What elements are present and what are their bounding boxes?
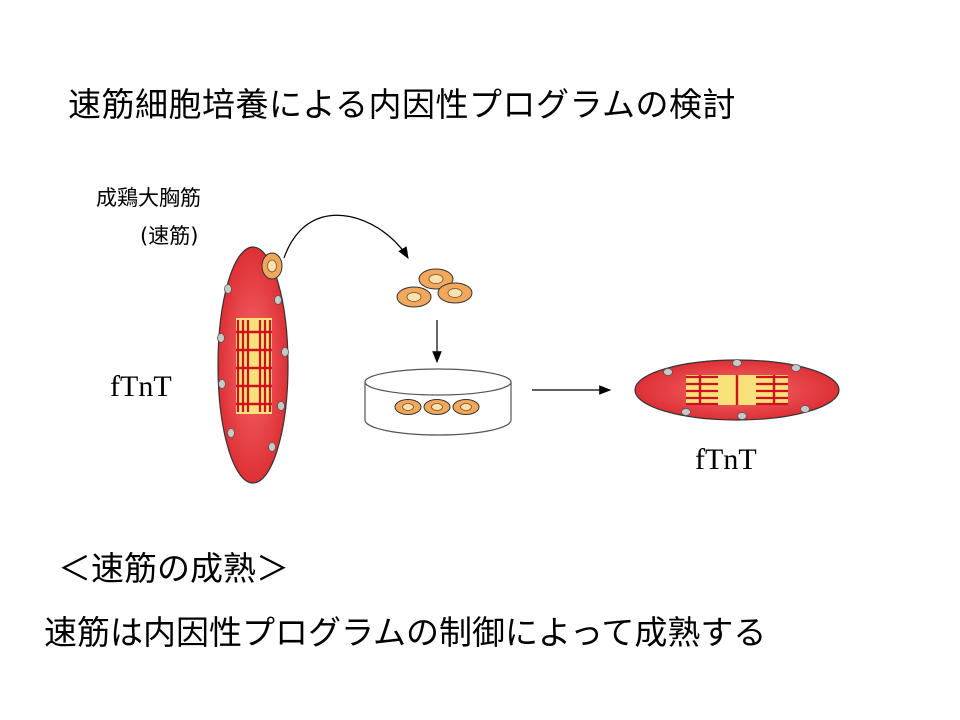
isolated-cell — [396, 286, 432, 308]
ftnt-label-left: fTnT — [110, 370, 172, 403]
striation-block-left — [236, 318, 272, 414]
myonuclei-left — [217, 284, 289, 452]
isolation-arrow — [283, 214, 409, 260]
source-muscle-type-label: (速筋) — [140, 224, 199, 248]
source-muscle-label: 成鶏大胸筋 — [96, 186, 201, 210]
cultured-cell — [452, 399, 480, 415]
cultured-cell — [394, 399, 422, 415]
vertical-muscle-fiber — [217, 246, 289, 484]
slide-title: 速筋細胞培養による内因性プログラムの検討 — [68, 85, 737, 124]
section-heading: ＜速筋の成熟＞ — [58, 549, 289, 588]
satellite-cell — [261, 252, 283, 280]
cultured-cell — [423, 399, 451, 415]
isolated-cell — [418, 268, 454, 290]
isolated-cells — [396, 268, 473, 308]
myonuclei-right — [663, 359, 810, 420]
striation-block-right — [686, 375, 788, 406]
horizontal-myotube — [634, 359, 840, 421]
ftnt-label-right: fTnT — [695, 443, 757, 476]
culture-dish — [364, 368, 512, 436]
conclusion-text: 速筋は内因性プログラムの制御によって成熟する — [44, 613, 767, 652]
isolated-cell — [437, 282, 473, 304]
